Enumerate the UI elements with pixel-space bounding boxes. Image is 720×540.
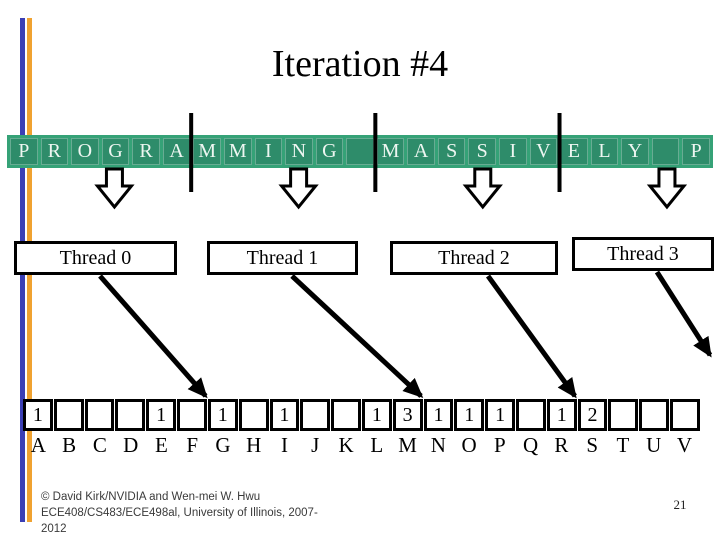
bin-label-O: O xyxy=(461,433,477,457)
input-cell-space xyxy=(346,138,374,165)
bin-value-R: 1 xyxy=(546,399,577,431)
bin-value-I: 1 xyxy=(269,399,300,431)
bin-label-A: A xyxy=(30,433,46,457)
bin-value-P: 1 xyxy=(485,399,515,431)
input-cell-I: I xyxy=(499,138,527,165)
bin-value-F xyxy=(177,399,207,431)
bin-value-J xyxy=(300,399,331,431)
bin-label-U: U xyxy=(646,433,662,457)
footer-credits: © David Kirk/NVIDIA and Wen-mei W. Hwu E… xyxy=(41,489,401,537)
bin-label-G: G xyxy=(215,433,231,457)
bin-value-E: 1 xyxy=(146,399,177,431)
bin-value-S: 2 xyxy=(577,399,608,431)
thread-connector-arrow xyxy=(485,274,577,399)
thread-label: Thread 2 xyxy=(438,246,510,269)
thread-box-0: Thread 0 xyxy=(14,241,177,275)
bin-value-K xyxy=(331,399,361,431)
bin-label-S: S xyxy=(586,433,598,457)
bin-label-V: V xyxy=(676,433,693,457)
current-char-arrow xyxy=(278,167,319,210)
thread-box-3: Thread 3 xyxy=(572,237,714,271)
bin-value-A: 1 xyxy=(23,399,53,431)
bin-label-N: N xyxy=(430,433,446,457)
input-cell-G: G xyxy=(101,138,130,165)
current-char-arrow xyxy=(646,167,688,210)
input-cell-V: V xyxy=(529,138,558,165)
input-cell-E: E xyxy=(560,138,588,165)
bin-label-B: B xyxy=(62,433,77,457)
bin-label-T: T xyxy=(616,433,630,457)
input-cell-Y: Y xyxy=(621,138,649,165)
input-cell-space xyxy=(651,138,680,165)
thread-label: Thread 0 xyxy=(59,246,132,269)
current-char-arrow xyxy=(462,167,503,210)
bin-label-J: J xyxy=(311,433,320,457)
input-cell-M: M xyxy=(223,138,252,165)
footer-line: 2012 xyxy=(41,523,67,535)
page-number: 21 xyxy=(673,497,687,512)
thread-box-1: Thread 1 xyxy=(207,241,358,275)
bin-value-O: 1 xyxy=(454,399,485,431)
page-title: Iteration #4 xyxy=(271,43,449,85)
input-cell-I: I xyxy=(254,138,283,165)
bin-value-B xyxy=(53,399,84,431)
thread-label: Thread 1 xyxy=(246,246,319,269)
bin-label-L: L xyxy=(370,433,384,457)
bin-value-N: 1 xyxy=(423,399,454,431)
input-cell-L: L xyxy=(590,138,619,165)
bin-label-C: C xyxy=(92,433,107,457)
bin-label-D: D xyxy=(123,433,139,457)
thread-connector-arrow xyxy=(654,270,713,358)
bin-label-E: E xyxy=(155,433,168,457)
input-cell-P: P xyxy=(10,138,38,165)
bin-value-C xyxy=(84,399,115,431)
bin-label-H: H xyxy=(246,433,262,457)
input-cell-R: R xyxy=(132,138,160,165)
bin-value-L: 1 xyxy=(361,399,392,431)
bin-value-M: 3 xyxy=(392,399,423,431)
bin-label-I: I xyxy=(281,433,288,457)
input-cell-G: G xyxy=(315,138,344,165)
bin-value-D xyxy=(115,399,146,431)
bin-label-P: P xyxy=(494,433,506,457)
thread-box-2: Thread 2 xyxy=(390,241,558,275)
thread-label: Thread 3 xyxy=(607,242,679,265)
input-cell-A: A xyxy=(162,138,191,165)
input-cell-O: O xyxy=(71,138,99,165)
input-cell-S: S xyxy=(468,138,496,165)
thread-connector-arrow xyxy=(290,274,424,399)
input-cell-A: A xyxy=(407,138,435,165)
input-cell-N: N xyxy=(285,138,313,165)
input-cell-R: R xyxy=(40,138,69,165)
input-cell-M: M xyxy=(193,138,221,165)
current-char-arrow xyxy=(94,167,135,210)
footer-line: ECE408/CS483/ECE498al, University of Ill… xyxy=(41,507,318,519)
bin-label-F: F xyxy=(186,433,199,457)
bin-value-T xyxy=(608,399,639,431)
input-cell-S: S xyxy=(437,138,466,165)
bin-label-K: K xyxy=(338,433,354,457)
bin-value-H xyxy=(238,399,269,431)
bin-value-V xyxy=(670,399,700,431)
bin-label-Q: Q xyxy=(523,433,539,457)
footer-line: © David Kirk/NVIDIA and Wen-mei W. Hwu xyxy=(41,491,261,503)
input-cell-M: M xyxy=(376,138,405,165)
bin-value-U xyxy=(639,399,670,431)
bin-value-G: 1 xyxy=(207,399,238,431)
bin-value-Q xyxy=(516,399,546,431)
bin-label-R: R xyxy=(554,433,569,457)
thread-connector-arrow xyxy=(98,274,208,399)
bin-label-M: M xyxy=(398,433,417,457)
input-cell-P: P xyxy=(682,138,710,165)
